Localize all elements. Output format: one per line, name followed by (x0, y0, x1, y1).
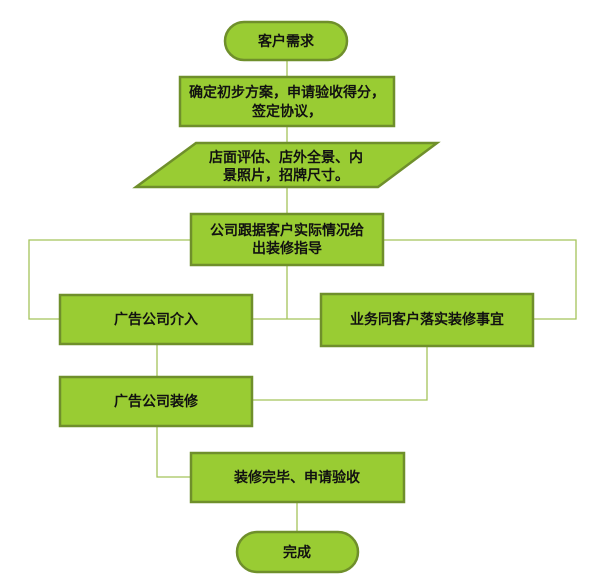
node-label-line-2: 签定协议， (251, 103, 322, 120)
node-label: 广告公司装修 (114, 393, 199, 410)
node-label-line-1: 公司跟据客户实际情况给 (210, 222, 364, 239)
node-renovation-done: 装修完毕、申请验收 (189, 451, 406, 504)
connector-guidance-right-loop (383, 239, 577, 320)
node-ad-company-renovation: 广告公司装修 (58, 375, 254, 428)
terminator-shape (235, 530, 360, 574)
node-label-line-2: 景照片，招牌尺寸。 (223, 167, 349, 184)
process-shape (189, 451, 406, 504)
node-label: 装修完毕、申请验收 (233, 469, 361, 486)
node-label-line-2: 出装修指导 (252, 240, 322, 257)
data-shape (132, 141, 441, 189)
node-sales-confirm: 业务同客户落实装修事宜 (319, 292, 535, 348)
connector-sales-to-renovation (252, 346, 428, 401)
connector-renovation-to-done (156, 426, 190, 478)
node-customer-demand: 客户需求 (223, 20, 349, 62)
connectors (28, 60, 577, 532)
connector-guidance-left-loop (28, 239, 190, 320)
node-store-assessment: 店面评估、店外全景、内 景照片，招牌尺寸。 (132, 141, 441, 189)
node-label: 广告公司介入 (114, 311, 198, 328)
process-shape (58, 293, 254, 346)
node-ad-company-involved: 广告公司介入 (58, 293, 254, 346)
process-shape (319, 292, 535, 348)
node-label: 完成 (283, 544, 311, 561)
node-initial-plan: 确定初步方案，申请验收得分， 签定协议， (178, 75, 396, 128)
node-company-guidance: 公司跟据客户实际情况给 出装修指导 (189, 212, 385, 267)
terminator-shape (223, 20, 349, 62)
process-shape (58, 375, 254, 428)
node-label-line-1: 确定初步方案，申请验收得分， (189, 84, 385, 101)
node-label: 客户需求 (257, 33, 315, 50)
node-label: 业务同客户落实装修事宜 (350, 311, 504, 328)
process-shape (178, 75, 396, 128)
process-shape (189, 212, 385, 267)
node-complete: 完成 (235, 530, 360, 574)
node-label-line-1: 店面评估、店外全景、内 (209, 149, 363, 166)
